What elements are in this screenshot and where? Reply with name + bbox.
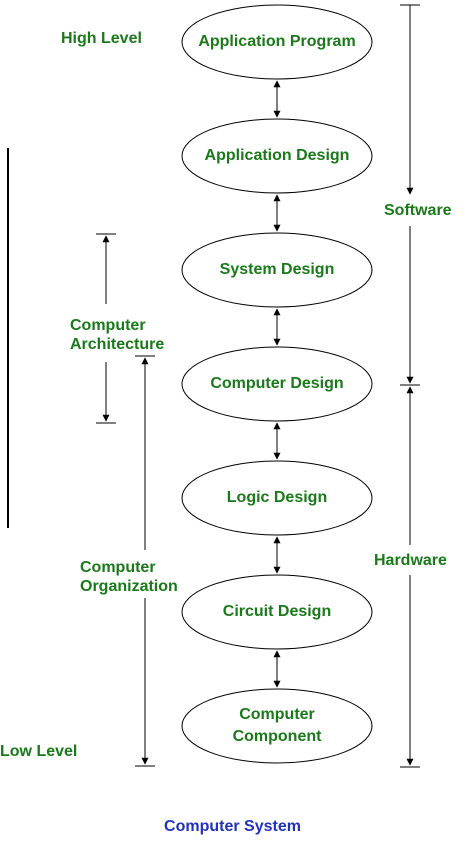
node-label-circuit-design: Circuit Design — [222, 603, 332, 620]
software-label: Software — [384, 202, 452, 219]
node-label-application-design: Application Design — [204, 147, 350, 164]
node-label-computer-design: Computer Design — [210, 375, 344, 392]
node-ellipse-logic-design — [181, 460, 373, 536]
node-ellipse-system-design — [181, 232, 373, 308]
node-ellipse-application-program — [181, 4, 373, 80]
high-level-label: High Level — [61, 30, 142, 47]
node-label-application-program: Application Program — [198, 33, 356, 50]
node-label-logic-design: Logic Design — [226, 489, 328, 506]
node-label-computer-component: Computer Component — [232, 706, 322, 745]
diagram-caption: Computer System — [164, 818, 301, 835]
low-level-label: Low Level — [0, 743, 78, 760]
architecture-label: Computer Architecture — [70, 317, 165, 353]
node-label-system-design: System Design — [219, 261, 335, 278]
organization-label: Computer Organization — [80, 559, 178, 595]
hardware-label: Hardware — [374, 552, 447, 569]
node-ellipse-application-design — [181, 118, 373, 194]
node-ellipse-computer-component — [181, 688, 373, 764]
node-ellipse-circuit-design — [181, 574, 373, 650]
node-ellipse-computer-design — [181, 346, 373, 422]
